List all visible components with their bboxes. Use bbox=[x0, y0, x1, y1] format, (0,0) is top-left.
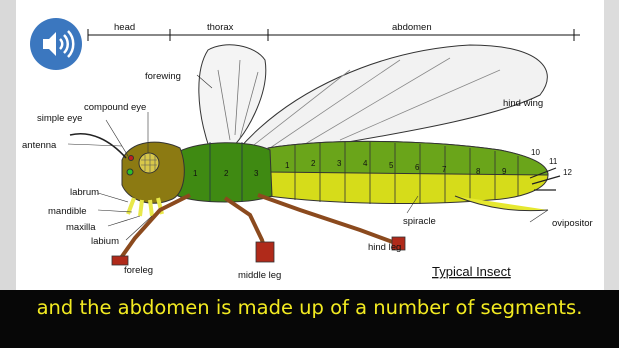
insect-diagram: head thorax abdomen bbox=[0, 0, 619, 290]
thorax-segment-1: 1 bbox=[193, 169, 198, 178]
label-foreleg: foreleg bbox=[124, 265, 153, 276]
simple-eye bbox=[127, 169, 133, 175]
thorax-segment-3: 3 bbox=[254, 169, 259, 178]
label-head: head bbox=[114, 22, 135, 33]
abdomen-segment-5: 5 bbox=[389, 161, 394, 170]
label-hind-leg: hind leg bbox=[368, 242, 401, 253]
thorax-segment-2: 2 bbox=[224, 169, 229, 178]
label-antenna: antenna bbox=[22, 140, 57, 151]
label-labrum: labrum bbox=[70, 187, 99, 198]
label-middle-leg: middle leg bbox=[238, 270, 281, 281]
label-simple-eye: simple eye bbox=[37, 113, 82, 124]
audio-play-button[interactable] bbox=[30, 18, 82, 70]
label-mandible: mandible bbox=[48, 206, 87, 217]
abdomen-segment-7: 7 bbox=[442, 165, 447, 174]
abdomen-segment-1: 1 bbox=[285, 161, 290, 170]
label-compound-eye: compound eye bbox=[84, 102, 146, 113]
speaker-icon bbox=[30, 18, 82, 70]
abdomen-segment-2: 2 bbox=[311, 159, 316, 168]
label-abdomen: abdomen bbox=[392, 22, 432, 33]
caption-text: and the abdomen is made up of a number o… bbox=[0, 296, 619, 319]
abdomen-segment-8: 8 bbox=[476, 167, 481, 176]
abdomen-segment-9: 9 bbox=[502, 167, 507, 176]
label-hind-wing: hind wing bbox=[503, 98, 543, 109]
label-thorax: thorax bbox=[207, 22, 234, 33]
abdomen-segment-6: 6 bbox=[415, 163, 420, 172]
diagram-title: Typical Insect bbox=[432, 264, 511, 279]
label-ovipositor: ovipositor bbox=[552, 218, 593, 229]
abdomen-segment-11: 11 bbox=[549, 157, 558, 166]
label-forewing: forewing bbox=[145, 71, 181, 82]
label-labium: labium bbox=[91, 236, 119, 247]
compound-eye bbox=[139, 153, 159, 173]
abdomen-segment-4: 4 bbox=[363, 159, 368, 168]
label-spiracle: spiracle bbox=[403, 216, 436, 227]
abdomen-segment-12: 12 bbox=[563, 168, 572, 177]
abdomen-segment-10: 10 bbox=[531, 148, 540, 157]
abdomen-segment-3: 3 bbox=[337, 159, 342, 168]
label-maxilla: maxilla bbox=[66, 222, 96, 233]
